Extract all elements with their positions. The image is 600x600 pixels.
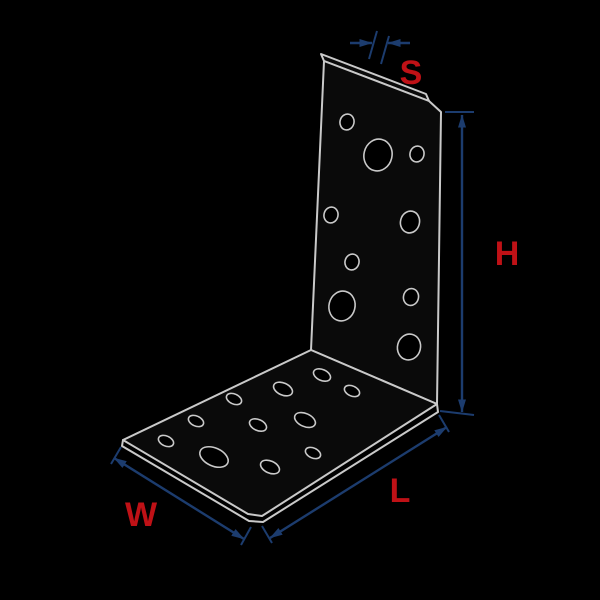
hole xyxy=(293,411,317,429)
horizontal-plate-thickness-edge xyxy=(121,403,439,523)
hole xyxy=(409,145,425,163)
hole xyxy=(343,384,361,398)
hole xyxy=(402,287,420,307)
hole xyxy=(272,381,294,397)
hole xyxy=(396,333,422,361)
vertical-plate-holes xyxy=(323,113,425,361)
hole xyxy=(339,113,355,131)
hole xyxy=(225,392,243,406)
extension-line xyxy=(439,410,475,416)
dimension-line-w xyxy=(113,456,245,541)
dim-label-h: H xyxy=(495,235,520,273)
hole xyxy=(399,210,421,234)
dimension-h: H xyxy=(439,111,520,416)
vertical-plate xyxy=(310,60,442,405)
hole xyxy=(344,253,360,271)
dimension-line-l xyxy=(269,425,448,540)
hole xyxy=(187,414,205,428)
dim-label-l: L xyxy=(390,472,411,510)
extension-line xyxy=(380,35,390,65)
hole xyxy=(157,434,175,448)
hole xyxy=(312,367,332,383)
hole xyxy=(248,417,268,433)
hole xyxy=(363,138,393,172)
angle-bracket xyxy=(121,53,442,523)
extension-line xyxy=(261,525,273,544)
extension-line xyxy=(368,30,378,60)
hole xyxy=(323,206,339,224)
dim-label-s: S xyxy=(400,54,423,92)
hole xyxy=(328,290,356,322)
extension-line xyxy=(240,526,252,546)
dimension-s: S xyxy=(350,30,423,92)
extension-line xyxy=(110,446,122,465)
dimension-l: L xyxy=(261,414,450,544)
dim-label-w: W xyxy=(125,496,158,534)
dimension-w: W xyxy=(110,446,252,546)
